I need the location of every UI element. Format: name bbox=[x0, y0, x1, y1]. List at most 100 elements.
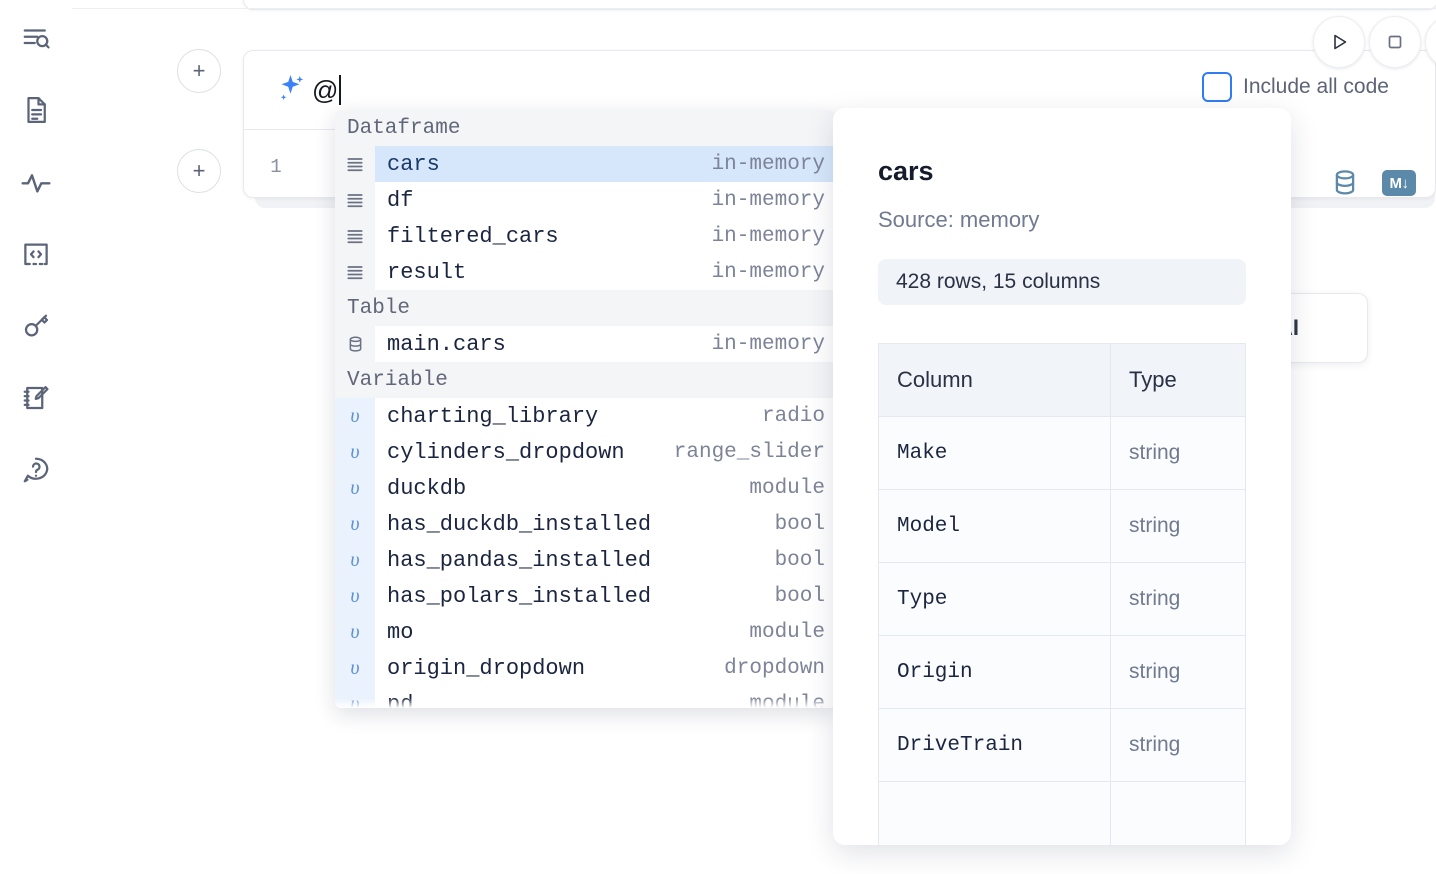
dataframe-icon bbox=[335, 218, 375, 254]
autocomplete-item-name: charting_library bbox=[387, 403, 599, 429]
autocomplete-item-kind: bool bbox=[774, 548, 825, 572]
cell-output-icons: M↓ bbox=[1330, 168, 1416, 198]
autocomplete-item-name: origin_dropdown bbox=[387, 655, 586, 681]
doc-table-header-cell: Column bbox=[878, 343, 1111, 417]
plus-icon: + bbox=[192, 158, 206, 183]
doc-table-row bbox=[878, 781, 1246, 845]
doc-table-column-name bbox=[878, 781, 1111, 845]
autocomplete-item-name: cylinders_dropdown bbox=[387, 439, 625, 465]
text-caret bbox=[339, 75, 342, 105]
variable-icon: υ bbox=[335, 470, 375, 506]
autocomplete-item-name: df bbox=[387, 187, 414, 213]
database-icon[interactable] bbox=[1330, 168, 1360, 198]
stop-square-icon bbox=[1388, 35, 1402, 49]
autocomplete-group-header: Variable bbox=[335, 362, 835, 398]
autocomplete-item-kind: radio bbox=[761, 404, 825, 428]
explore-icon[interactable] bbox=[12, 14, 60, 62]
include-all-code-row[interactable]: Include all code bbox=[1202, 72, 1389, 102]
autocomplete-group-header: Table bbox=[335, 290, 835, 326]
plus-icon: + bbox=[192, 58, 206, 83]
dataframe-icon bbox=[335, 146, 375, 182]
autocomplete-item-kind: in-memory bbox=[711, 224, 825, 248]
sparkles-icon bbox=[266, 72, 312, 108]
doc-table-header-cell: Type bbox=[1110, 343, 1246, 417]
autocomplete-group-header: Dataframe bbox=[335, 110, 835, 146]
add-cell-button-bottom[interactable]: + bbox=[177, 149, 221, 193]
autocomplete-item-kind: bool bbox=[774, 512, 825, 536]
doc-title: cars bbox=[878, 156, 934, 186]
stop-cell-button[interactable] bbox=[1369, 16, 1421, 68]
documentation-panel: cars Source: memory 428 rows, 15 columns… bbox=[833, 108, 1291, 845]
variable-icon: υ bbox=[335, 434, 375, 470]
autocomplete-item-kind: range_slider bbox=[673, 440, 825, 464]
add-cell-button-top[interactable]: + bbox=[177, 49, 221, 93]
autocomplete-item-name: has_duckdb_installed bbox=[387, 511, 652, 537]
include-all-code-checkbox[interactable] bbox=[1202, 72, 1232, 102]
autocomplete-item[interactable]: υ has_duckdb_installed bool bbox=[335, 506, 835, 542]
table-db-icon bbox=[335, 326, 375, 362]
doc-table-column-type: string bbox=[1110, 489, 1246, 563]
variable-icon: υ bbox=[335, 542, 375, 578]
ai-prompt-input[interactable]: @ bbox=[312, 51, 1170, 129]
top-panel-edge bbox=[243, 0, 1436, 10]
autocomplete-item-name: cars bbox=[387, 151, 440, 177]
markdown-icon[interactable]: M↓ bbox=[1382, 170, 1416, 196]
doc-table-column-type: string bbox=[1110, 562, 1246, 636]
snippets-icon[interactable] bbox=[12, 230, 60, 278]
autocomplete-item-name: has_pandas_installed bbox=[387, 547, 652, 573]
top-divider bbox=[0, 8, 1436, 9]
doc-shape-badge: 428 rows, 15 columns bbox=[878, 259, 1246, 305]
dataframe-icon bbox=[335, 182, 375, 218]
run-cell-button[interactable] bbox=[1313, 16, 1365, 68]
play-icon bbox=[1334, 34, 1347, 50]
include-all-code-label: Include all code bbox=[1243, 75, 1389, 98]
autocomplete-item[interactable]: υ cylinders_dropdown range_slider bbox=[335, 434, 835, 470]
secrets-key-icon[interactable] bbox=[12, 302, 60, 350]
help-icon[interactable] bbox=[12, 446, 60, 494]
activity-icon[interactable] bbox=[12, 158, 60, 206]
doc-table-column-type: string bbox=[1110, 635, 1246, 709]
left-icon-rail bbox=[0, 0, 72, 874]
doc-table-column-name: DriveTrain bbox=[878, 708, 1111, 782]
ai-prompt-value: @ bbox=[312, 74, 339, 105]
doc-table-column-type: string bbox=[1110, 416, 1246, 490]
variable-icon: υ bbox=[335, 614, 375, 650]
autocomplete-item-kind: module bbox=[749, 620, 825, 644]
autocomplete-item-name: duckdb bbox=[387, 475, 467, 501]
autocomplete-item-body: has_duckdb_installed bool bbox=[375, 506, 835, 542]
scratchpad-icon[interactable] bbox=[12, 374, 60, 422]
doc-table-column-type bbox=[1110, 781, 1246, 845]
autocomplete-scroll-fade bbox=[335, 698, 835, 708]
variable-icon: υ bbox=[335, 506, 375, 542]
file-text-icon[interactable] bbox=[12, 86, 60, 134]
doc-table-column-name: Type bbox=[878, 562, 1111, 636]
autocomplete-item[interactable]: υ has_pandas_installed bool bbox=[335, 542, 835, 578]
autocomplete-item-body: has_pandas_installed bool bbox=[375, 542, 835, 578]
doc-table-column-type: string bbox=[1110, 708, 1246, 782]
ai-prompt-row[interactable]: @ bbox=[244, 51, 1170, 129]
autocomplete-item-body: cylinders_dropdown range_slider bbox=[375, 434, 835, 470]
doc-table-column-name: Origin bbox=[878, 635, 1111, 709]
variable-icon: υ bbox=[335, 578, 375, 614]
